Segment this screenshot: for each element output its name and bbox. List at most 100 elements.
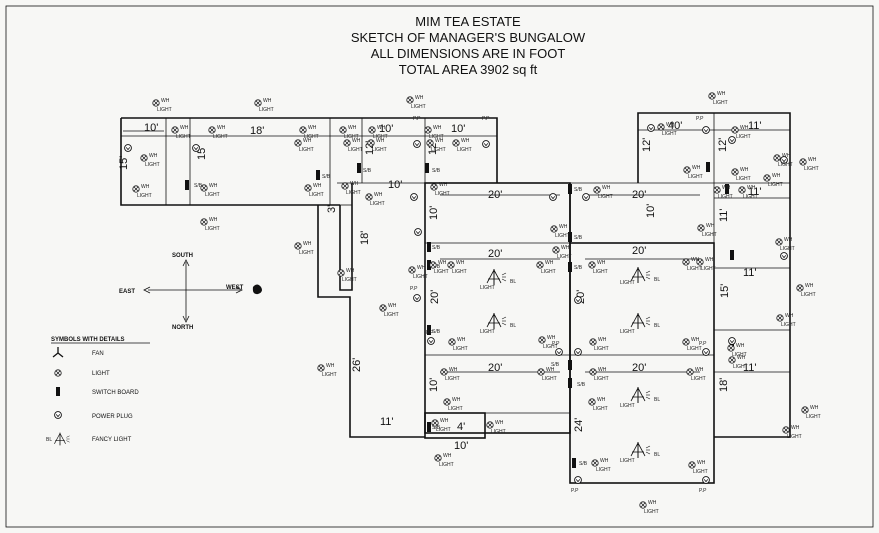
light-icon bbox=[431, 419, 439, 427]
light-icon bbox=[368, 126, 376, 134]
dim-label: 11' bbox=[380, 416, 394, 428]
switch-board-icon bbox=[185, 180, 189, 190]
bl-tag: BL bbox=[654, 397, 660, 403]
light-icon bbox=[697, 224, 705, 232]
switch-board-icon bbox=[725, 184, 729, 194]
power-plug-icon bbox=[702, 126, 710, 134]
light-tag: LIGHT bbox=[480, 329, 495, 335]
light-icon bbox=[639, 501, 647, 509]
light-icon bbox=[443, 398, 451, 406]
wh-tag: WH bbox=[313, 183, 322, 189]
wh-tag: WH bbox=[439, 182, 448, 188]
wh-tag: WH bbox=[808, 157, 817, 163]
light-tag: LIGHT bbox=[736, 134, 751, 140]
light-tag: LIGHT bbox=[344, 134, 359, 140]
wh-tag: WH bbox=[736, 343, 745, 349]
light-tag: LIGHT bbox=[543, 344, 558, 350]
light-tag: LIGHT bbox=[457, 147, 472, 153]
light-tag: LIGHT bbox=[736, 176, 751, 182]
light-icon bbox=[486, 421, 494, 429]
light-tag: LIGHT bbox=[593, 406, 608, 412]
wh-tag: WH bbox=[772, 173, 781, 179]
wh-tag: WH bbox=[443, 453, 452, 459]
light-icon bbox=[801, 406, 809, 414]
light-tag: LIGHT bbox=[804, 166, 819, 172]
wh-tag: WH bbox=[303, 241, 312, 247]
light-tag: LIGHT bbox=[693, 469, 708, 475]
light-tag: LIGHT bbox=[370, 201, 385, 207]
light-tag: LIGHT bbox=[342, 277, 357, 283]
wh-tag: WH bbox=[598, 337, 607, 343]
light-icon bbox=[339, 126, 347, 134]
light-icon bbox=[593, 186, 601, 194]
light-tag: LIGHT bbox=[687, 266, 702, 272]
wh-tag: WH bbox=[597, 397, 606, 403]
light-tag: LIGHT bbox=[411, 104, 426, 110]
sb-tag: S/B bbox=[194, 183, 203, 189]
bl-tag: BL bbox=[654, 323, 660, 329]
light-tag: LIGHT bbox=[439, 462, 454, 468]
fancy-light-icon bbox=[486, 312, 507, 330]
legend-label-light: LIGHT bbox=[92, 371, 110, 377]
light-icon bbox=[682, 338, 690, 346]
ink-blot bbox=[252, 284, 262, 295]
dim-label: 20' bbox=[632, 245, 646, 257]
light-tag: LIGHT bbox=[780, 246, 795, 252]
light-tag: LIGHT bbox=[299, 147, 314, 153]
light-icon bbox=[424, 126, 432, 134]
fancy-light-icon bbox=[486, 268, 507, 286]
building-walls bbox=[120, 112, 791, 484]
dim-label: 10' bbox=[388, 179, 402, 191]
light-icon bbox=[408, 266, 416, 274]
sb-tag: S/B bbox=[363, 168, 372, 174]
dim-label: 26' bbox=[351, 358, 363, 372]
wh-tag: WH bbox=[438, 260, 447, 266]
light-icon bbox=[686, 368, 694, 376]
light-icon bbox=[552, 246, 560, 254]
switch-board-icon bbox=[572, 458, 576, 468]
switch-board-icon bbox=[568, 262, 572, 272]
light-tag: LIGHT bbox=[555, 233, 570, 239]
light-icon bbox=[782, 426, 790, 434]
sb-tag: S/B bbox=[432, 264, 441, 270]
light-tag: LIGHT bbox=[304, 134, 319, 140]
light-icon bbox=[171, 126, 179, 134]
wh-tag: WH bbox=[737, 355, 746, 361]
wh-tag: WH bbox=[784, 237, 793, 243]
light-tag: LIGHT bbox=[213, 134, 228, 140]
power-plug-icon bbox=[549, 193, 557, 201]
wh-tag: WH bbox=[141, 184, 150, 190]
light-icon bbox=[294, 139, 302, 147]
wh-tag: WH bbox=[785, 313, 794, 319]
legend-bl-tag: BL bbox=[46, 437, 52, 443]
dim-label: 20' bbox=[488, 189, 502, 201]
wh-tag: WH bbox=[495, 420, 504, 426]
bl-tag: BL bbox=[510, 279, 516, 285]
light-tag: LIGHT bbox=[594, 376, 609, 382]
light-tag: LIGHT bbox=[259, 107, 274, 113]
wh-tag: WH bbox=[782, 153, 791, 159]
power-plug-icon bbox=[728, 136, 736, 144]
compass-south: SOUTH bbox=[172, 253, 193, 259]
fancy-light-icon bbox=[630, 441, 651, 459]
dim-label: 20' bbox=[488, 362, 502, 374]
wh-tag: WH bbox=[217, 125, 226, 131]
light-tag: LIGHT bbox=[542, 376, 557, 382]
light-tag: LIGHT bbox=[309, 192, 324, 198]
wh-tag: WH bbox=[791, 425, 800, 431]
wh-tag: WH bbox=[461, 138, 470, 144]
light-tag: LIGHT bbox=[348, 147, 363, 153]
dim-label: 10' bbox=[428, 378, 440, 392]
light-tag: LIGHT bbox=[778, 162, 793, 168]
wh-tag: WH bbox=[706, 223, 715, 229]
wh-tag: WH bbox=[598, 367, 607, 373]
light-icon bbox=[367, 139, 375, 147]
light-tag: LIGHT bbox=[718, 194, 733, 200]
light-icon bbox=[337, 269, 345, 277]
light-tag: LIGHT bbox=[691, 376, 706, 382]
wh-tag: WH bbox=[695, 367, 704, 373]
power-plug-icon bbox=[574, 476, 582, 484]
pp-tag: P.P bbox=[699, 488, 707, 494]
fancy-light-icon bbox=[630, 312, 651, 330]
wh-tag: WH bbox=[457, 337, 466, 343]
